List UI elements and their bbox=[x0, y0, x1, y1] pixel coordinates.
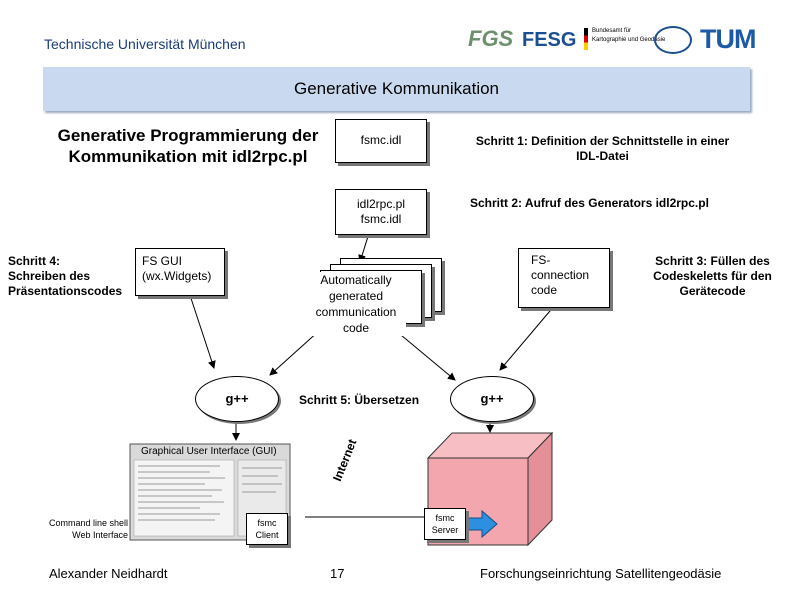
fgs-logo: FGS bbox=[468, 26, 514, 51]
gpp-right-label: g++ bbox=[480, 391, 504, 406]
bkg-flag-icon bbox=[584, 28, 588, 50]
footer-organization: Forschungseinrichtung Satellitengeodäsie bbox=[480, 566, 722, 581]
arrow-fsconn-to-gpp bbox=[499, 304, 556, 371]
step3-text: Schritt 3: Füllen des Codeskeletts für d… bbox=[653, 254, 772, 298]
gui-label: Graphical User Interface (GUI) bbox=[139, 446, 279, 457]
fs-conn-line1: FS- bbox=[531, 253, 551, 267]
shell-line1: Command line shell bbox=[48, 518, 128, 528]
arrow-gen-to-autocode bbox=[358, 229, 371, 263]
slide-title: Generative Kommunikation bbox=[293, 79, 500, 98]
institution-name: Technische Universität München bbox=[44, 36, 246, 52]
generator-line2: fsmc.idl bbox=[360, 212, 402, 226]
gpp-left-node: g++ bbox=[195, 376, 279, 422]
arrow-autocode-to-gpp-right bbox=[394, 329, 456, 381]
fsmc-server-doc: fsmc Server bbox=[424, 508, 466, 540]
bkg-line1: Bundesamt für bbox=[592, 28, 632, 34]
footer-author: Alexander Neidhardt bbox=[49, 566, 168, 581]
step4-text: Schritt 4: Schreiben des Präsentationsco… bbox=[8, 254, 123, 298]
gpp-left-label: g++ bbox=[225, 391, 249, 406]
arrow-autocode-to-gpp-left bbox=[269, 329, 321, 376]
tum-logo: TUM bbox=[700, 24, 756, 54]
client-line2: Client bbox=[255, 530, 279, 540]
fesg-logo: FESG bbox=[522, 29, 577, 51]
bkg-logo: Bundesamt für Kartographie und Geodäsie bbox=[584, 26, 665, 54]
fs-gui-line1: FS GUI bbox=[142, 254, 183, 268]
gpp-right-node: g++ bbox=[450, 376, 534, 422]
fsmc-idl-doc: fsmc.idl bbox=[335, 119, 427, 163]
fs-gui-doc: FS GUI (wx.Widgets) bbox=[135, 248, 225, 296]
title-bar: Generative Kommunikation bbox=[43, 67, 750, 111]
step5-text: Schritt 5: Übersetzen bbox=[299, 393, 420, 407]
ellipse-logo-icon bbox=[654, 26, 692, 54]
fsmc-idl-label: fsmc.idl bbox=[360, 133, 402, 147]
server-line1: fsmc bbox=[435, 513, 455, 523]
server-line2: Server bbox=[431, 525, 459, 535]
step1-text: Schritt 1: Definition der Schnittstelle … bbox=[475, 134, 730, 163]
client-line1: fsmc bbox=[257, 518, 277, 528]
fs-gui-line2: (wx.Widgets) bbox=[142, 269, 212, 283]
fsmc-client-doc: fsmc Client bbox=[246, 513, 288, 545]
logo-strip: FGS FESG Bundesamt für Kartographie und … bbox=[462, 22, 762, 58]
auto-code-label: Automatically generated communication co… bbox=[306, 272, 406, 336]
step2-text: Schritt 2: Aufruf des Generators idl2rpc… bbox=[470, 196, 709, 210]
fs-connection-doc: FS- connection code bbox=[518, 248, 610, 308]
page-number: 17 bbox=[330, 566, 345, 581]
main-heading: Generative Programmierung der Kommunikat… bbox=[57, 126, 319, 166]
shell-line2: Web Interface bbox=[72, 530, 128, 540]
generator-doc: idl2rpc.pl fsmc.idl bbox=[335, 189, 427, 235]
fs-conn-line2: connection bbox=[531, 268, 590, 282]
fs-conn-line3: code bbox=[531, 283, 558, 297]
shell-label: Command line shell Web Interface bbox=[20, 517, 128, 541]
bkg-line2: Kartographie und Geodäsie bbox=[592, 37, 666, 43]
generator-line1: idl2rpc.pl bbox=[356, 197, 406, 211]
